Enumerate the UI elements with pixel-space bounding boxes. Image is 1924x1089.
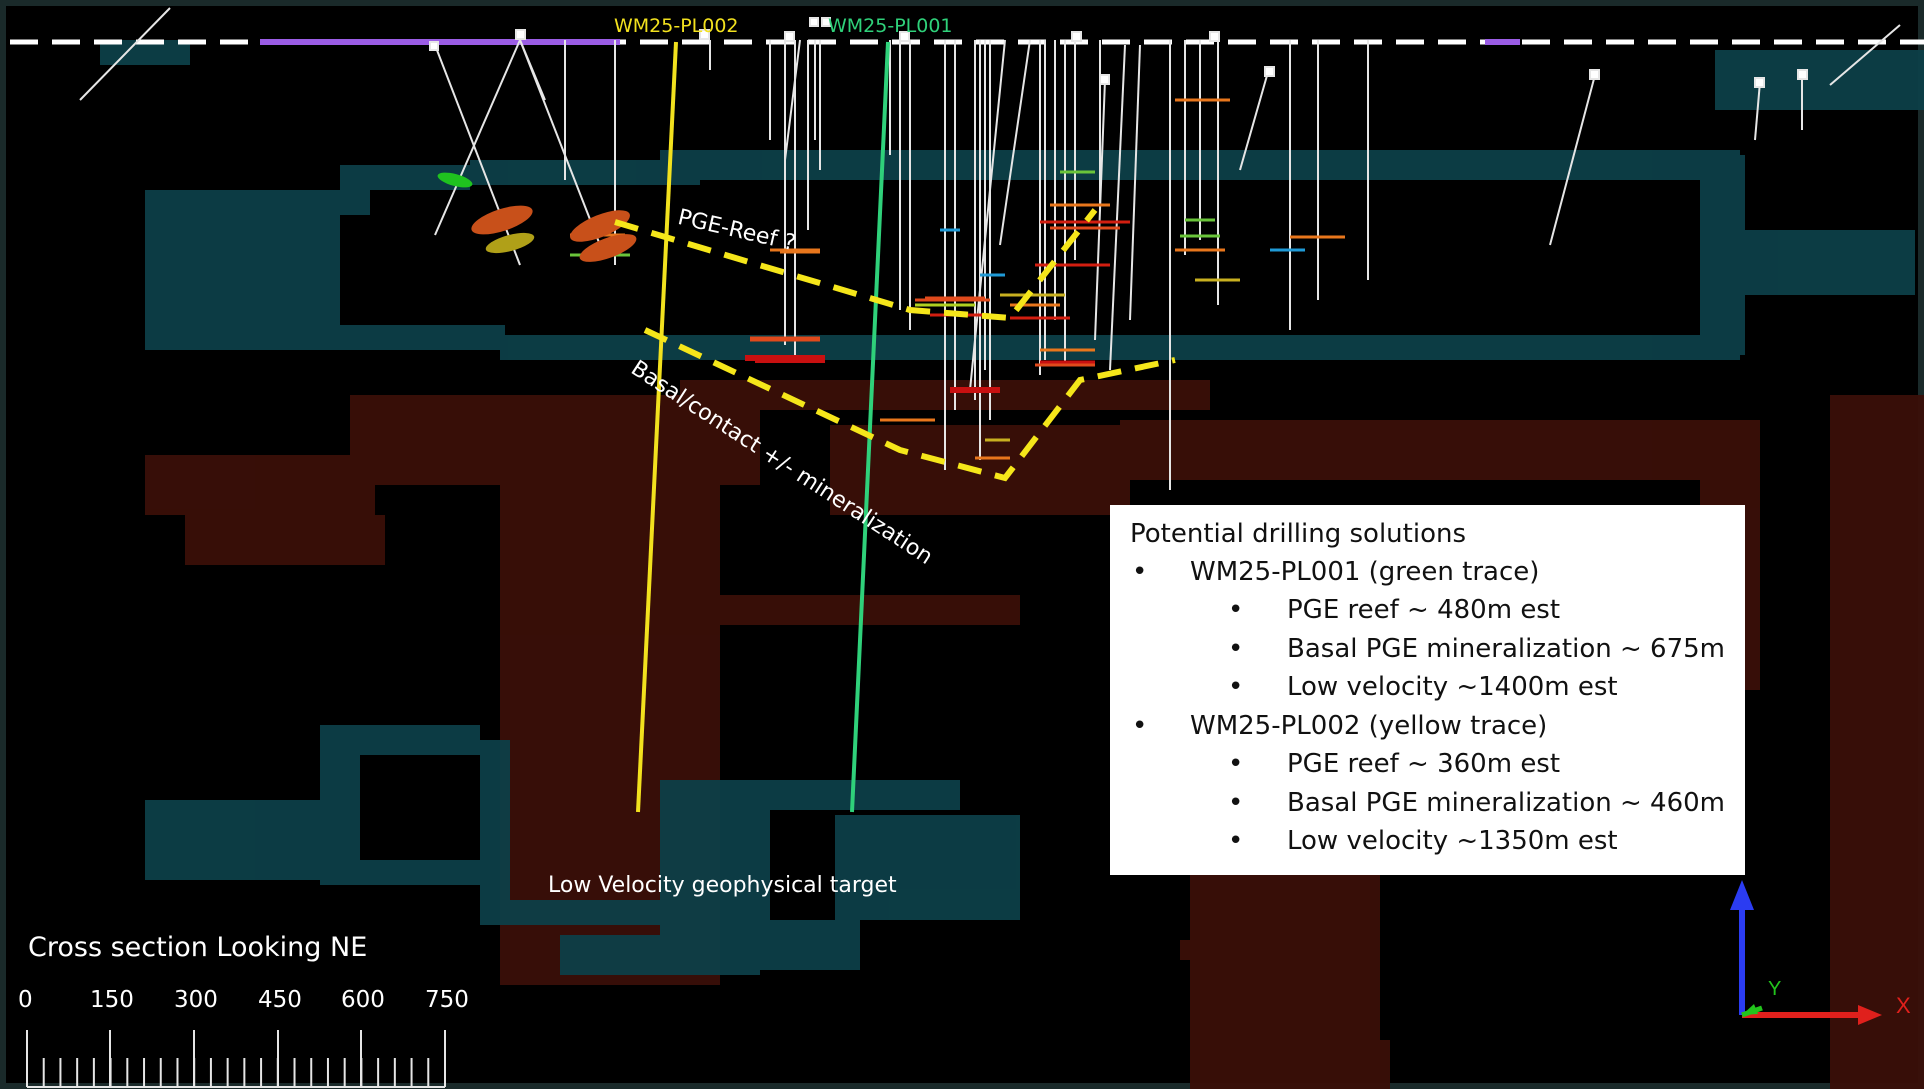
scale-tick-label: 300 <box>174 987 218 1013</box>
legend-bullet: • <box>1228 595 1244 625</box>
legend-item: PGE reef ~ 360m est <box>1287 749 1561 779</box>
legend-title: Potential drilling solutions <box>1130 519 1467 549</box>
scale-tick-label: 600 <box>341 987 385 1013</box>
red-geophysical-bodies <box>145 380 1924 1089</box>
pl001-trace <box>850 41 890 813</box>
legend-item: Low velocity ~1350m est <box>1287 826 1618 856</box>
legend-bullet: • <box>1228 788 1244 818</box>
pl002-trace <box>636 41 678 813</box>
legend-bullet: • <box>1228 672 1244 702</box>
legend-item: Basal PGE mineralization ~ 460m <box>1287 788 1726 818</box>
legend-bullet: • <box>1132 711 1148 741</box>
pl001-label: WM25-PL001 <box>828 15 953 37</box>
axis-y-label: Y <box>1768 978 1782 1000</box>
legend-hole-name: WM25-PL002 (yellow trace) <box>1190 711 1548 741</box>
scale-bar <box>26 1030 446 1088</box>
pl002-label: WM25-PL002 <box>614 15 739 37</box>
scale-tick-label: 150 <box>90 987 134 1013</box>
low-velocity-label: Low Velocity geophysical target <box>548 873 897 898</box>
axis-x-label: X <box>1896 993 1911 1018</box>
scale-tick-label: 0 <box>18 987 33 1013</box>
teal-geophysical-bodies <box>100 40 1924 975</box>
structure-discs <box>437 172 637 262</box>
pge-reef-outline <box>614 208 1098 322</box>
legend-item: Low velocity ~1400m est <box>1287 672 1618 702</box>
scale-tick-label: 450 <box>258 987 302 1013</box>
legend-bullet: • <box>1228 634 1244 664</box>
legend-bullet: • <box>1228 826 1244 856</box>
legend-bullet: • <box>1228 749 1244 779</box>
section-title: Cross section Looking NE <box>28 932 368 963</box>
axis-triad-icon <box>1730 880 1882 1025</box>
legend-item: Basal PGE mineralization ~ 675m <box>1287 634 1726 664</box>
basal-contact-outline <box>643 327 1176 482</box>
legend-bullet: • <box>1132 557 1148 587</box>
drilling-solutions-legend: Potential drilling solutions • WM25-PL00… <box>1110 505 1745 875</box>
legend-hole-name: WM25-PL001 (green trace) <box>1190 557 1540 587</box>
legend-item: PGE reef ~ 480m est <box>1287 595 1561 625</box>
scale-tick-label: 750 <box>425 987 469 1013</box>
